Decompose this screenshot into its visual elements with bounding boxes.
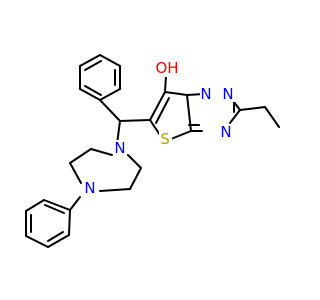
bond — [69, 148, 92, 164]
hydroxyl-text: OH — [155, 59, 178, 77]
bond — [129, 167, 142, 190]
bond — [119, 119, 151, 122]
bond — [47, 231, 64, 242]
nitrogen-text: N — [114, 139, 125, 157]
bond — [43, 199, 71, 211]
bond — [99, 188, 131, 192]
bond — [25, 199, 45, 212]
bond — [84, 60, 102, 71]
atom-labels: OH N N N S N N — [83, 59, 235, 197]
bond — [164, 91, 188, 96]
sulfur-text: S — [160, 130, 170, 148]
bond — [239, 106, 266, 111]
bond — [99, 54, 121, 67]
bond — [127, 154, 142, 169]
chemical-structure: OH N N N S N N — [0, 0, 300, 300]
bonds — [25, 54, 280, 248]
sulfur-label: S — [159, 130, 172, 148]
bond — [79, 54, 101, 67]
bond — [149, 91, 166, 121]
nitrogen-text: N — [222, 85, 233, 103]
bond — [149, 119, 161, 136]
nitrogen-text: N — [84, 179, 95, 197]
bond — [44, 204, 65, 214]
bond — [68, 209, 71, 236]
nitrogen-label-top-right: N — [222, 85, 235, 103]
bond — [69, 196, 81, 211]
bond — [99, 99, 121, 122]
bond — [229, 109, 241, 124]
bond — [47, 234, 70, 248]
canvas-background — [0, 0, 300, 300]
nitrogen-text: N — [200, 85, 211, 103]
bond — [264, 106, 280, 128]
hydroxyl-label: OH — [154, 59, 180, 77]
bond — [90, 148, 113, 156]
nitrogen-label-right: N — [220, 123, 233, 141]
nitrogen-label-top-left: N — [200, 85, 213, 103]
nitrogen-text: N — [220, 123, 231, 141]
piperazine-nitrogen-bottom: N — [83, 179, 97, 197]
piperazine-nitrogen-top: N — [113, 139, 127, 157]
bond — [164, 75, 167, 93]
bond — [69, 162, 82, 184]
bond — [155, 97, 170, 124]
bond — [84, 85, 102, 96]
bond — [170, 130, 192, 140]
bond — [99, 88, 121, 101]
bond — [79, 88, 101, 101]
bond — [25, 235, 49, 248]
